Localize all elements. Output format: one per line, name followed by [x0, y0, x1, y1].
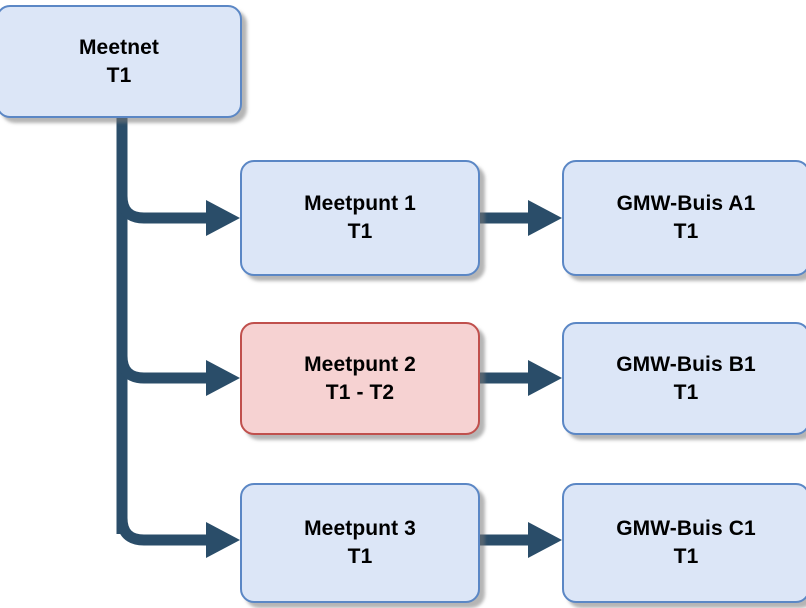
node-meetpunt-3-line1: Meetpunt 3	[304, 517, 416, 541]
node-meetpunt-3[interactable]: Meetpunt 3 T1	[240, 483, 480, 603]
node-meetnet-line1: Meetnet	[78, 35, 160, 59]
arrowhead-to-meetpunt2	[206, 360, 240, 396]
node-gmw-buis-b1-line1: GMW-Buis B1	[616, 352, 756, 376]
edge-meetnet-to-meetpunt3	[116, 517, 206, 546]
node-gmw-buis-c1[interactable]: GMW-Buis C1 T1	[562, 483, 806, 603]
arrowhead-to-buisC1	[528, 522, 562, 558]
node-gmw-buis-a1[interactable]: GMW-Buis A1 T1	[562, 160, 806, 276]
arrowhead-to-meetpunt1	[206, 200, 240, 236]
node-meetpunt-2-line1: Meetpunt 2	[304, 352, 416, 376]
node-gmw-buis-b1-line2: T1	[673, 380, 699, 404]
edge-meetnet-to-meetpunt1	[116, 195, 206, 224]
node-meetpunt-1-line2: T1	[347, 220, 373, 243]
node-meetnet[interactable]: Meetnet T1	[0, 5, 242, 118]
node-gmw-buis-a1-line1: GMW-Buis A1	[616, 192, 756, 216]
node-meetpunt-2-line2: T1 - T2	[325, 380, 395, 404]
arrowhead-to-buisB1	[528, 360, 562, 396]
arrowhead-to-meetpunt3	[206, 522, 240, 558]
edge-meetnet-to-meetpunt2	[116, 355, 206, 384]
node-meetpunt-1-line1: Meetpunt 1	[304, 192, 416, 216]
node-gmw-buis-b1[interactable]: GMW-Buis B1 T1	[562, 322, 806, 435]
node-gmw-buis-a1-line2: T1	[673, 220, 699, 243]
node-meetnet-line2: T1	[106, 63, 132, 87]
node-meetpunt-2[interactable]: Meetpunt 2 T1 - T2	[240, 322, 480, 435]
node-meetpunt-3-line2: T1	[347, 545, 373, 568]
node-gmw-buis-c1-line1: GMW-Buis C1	[616, 517, 756, 541]
arrowhead-to-buisA1	[528, 200, 562, 236]
node-meetpunt-1[interactable]: Meetpunt 1 T1	[240, 160, 480, 276]
node-gmw-buis-c1-line2: T1	[673, 545, 699, 568]
